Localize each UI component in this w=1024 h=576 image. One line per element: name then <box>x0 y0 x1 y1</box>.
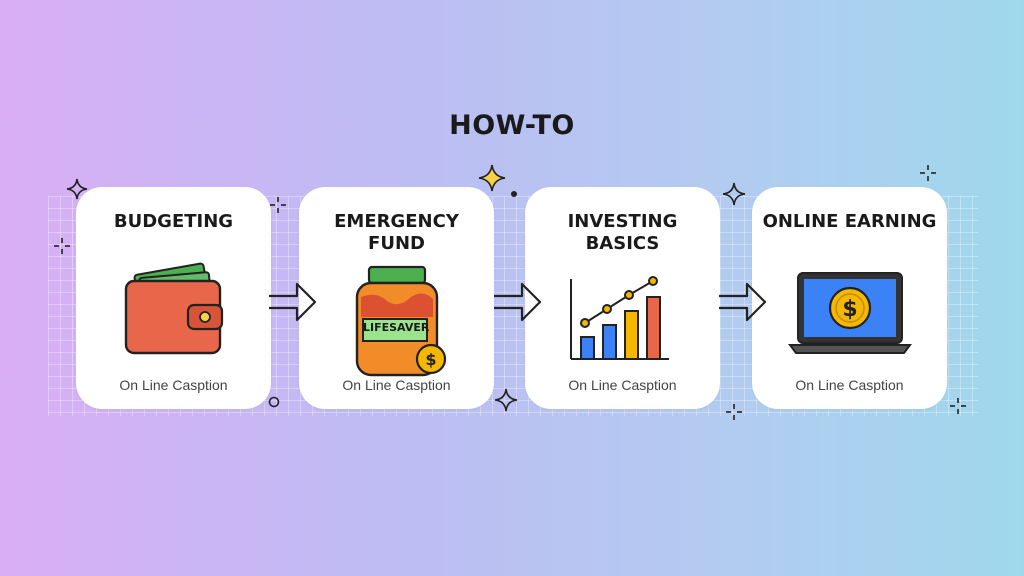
card-title-line-1: EMERGENCY <box>334 211 459 232</box>
arrow-right-icon <box>269 282 317 322</box>
jar-label: LIFESAVER <box>363 321 430 334</box>
sparkle-icon <box>478 164 506 192</box>
sparkle-icon <box>66 178 88 200</box>
svg-text:$: $ <box>425 350 436 369</box>
card-caption: On Line Casption <box>795 377 904 393</box>
card-caption: On Line Casption <box>119 377 228 393</box>
card-title: BUDGETING <box>113 211 234 232</box>
card-title-line-1: INVESTING <box>567 211 678 232</box>
laptop-dollar-icon: $ <box>788 272 912 354</box>
dot-icon <box>511 191 517 197</box>
card-title-line-2: BASICS <box>585 233 660 254</box>
plus-sparkle-icon <box>270 197 286 213</box>
arrow-right-icon <box>494 282 542 322</box>
plus-sparkle-icon <box>920 165 936 181</box>
page-title: HOW-TO <box>449 110 575 141</box>
card-title: ONLINE EARNING <box>762 211 937 232</box>
wallet-icon <box>124 262 224 355</box>
circle-icon <box>268 396 280 408</box>
bar-chart-icon <box>570 276 669 360</box>
step-card-emergency-fund: EMERGENCY FUND $ LIFESAVER On Line Caspt… <box>299 187 494 409</box>
plus-sparkle-icon <box>950 398 966 414</box>
step-card-budgeting: BUDGETING On Line Casption <box>76 187 271 409</box>
plus-sparkle-icon <box>54 238 70 254</box>
card-caption: On Line Casption <box>342 377 451 393</box>
step-card-online-earning: ONLINE EARNING $ On Line Casption <box>752 187 947 409</box>
svg-text:$: $ <box>842 297 857 322</box>
card-title-line-2: FUND <box>368 233 425 254</box>
sparkle-icon <box>494 388 518 412</box>
card-caption: On Line Casption <box>568 377 677 393</box>
plus-sparkle-icon <box>726 404 742 420</box>
step-card-investing-basics: INVESTING BASICS On Line Casption <box>525 187 720 409</box>
arrow-right-icon <box>719 282 767 322</box>
savings-jar-icon: $ <box>355 265 447 377</box>
sparkle-icon <box>722 182 746 206</box>
